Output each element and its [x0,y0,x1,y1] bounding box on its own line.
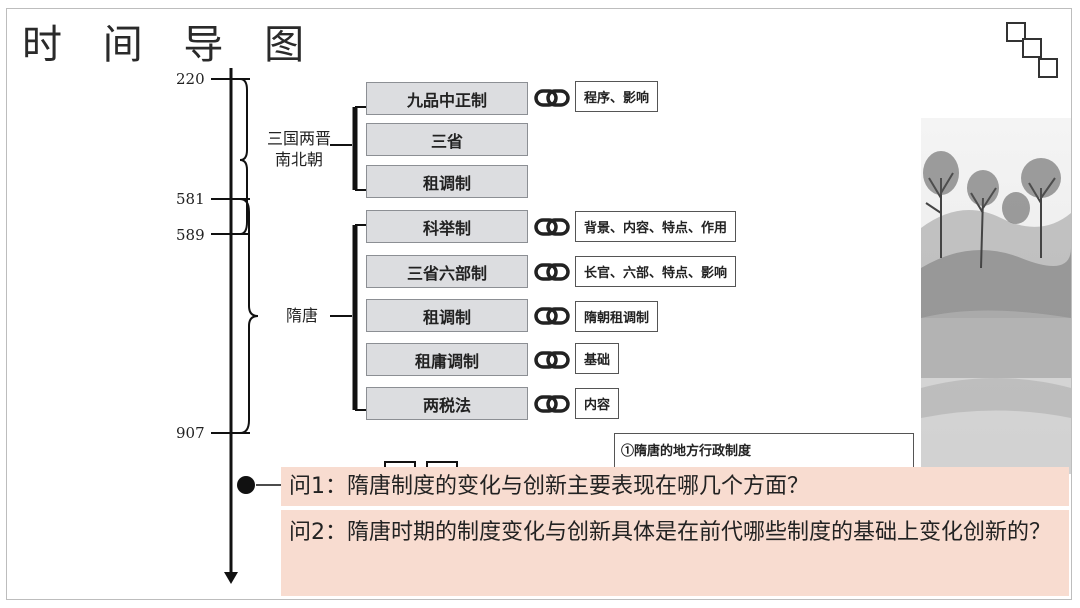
ink-landscape-image [921,118,1071,474]
decorative-square [1022,38,1042,58]
detail-note: 隋朝租调制 [575,301,659,332]
institution-box: 三省 [366,123,528,156]
question-1: 问1：隋唐制度的变化与创新主要表现在哪几个方面？ [281,467,1069,506]
year-label: 589 [176,226,205,244]
link-icon[interactable] [534,350,570,370]
period-label-line: 南北朝 [274,150,323,169]
year-label: 220 [176,70,205,88]
institution-box: 租调制 [366,165,528,198]
link-icon[interactable] [534,306,570,326]
link-icon[interactable] [534,394,570,414]
detail-note: 基础 [575,343,620,374]
institution-box: 租调制 [366,299,528,332]
detail-note: 长官、六部、特点、影响 [575,256,737,287]
page-title: 时 间 导 图 [22,22,319,68]
period-label: 隋唐 [285,306,318,325]
detail-note: 内容 [575,388,620,419]
link-icon[interactable] [534,262,570,282]
period-label-line: 三国两晋南北朝 [267,129,331,169]
detail-note-partial-text: ①隋唐的地方行政制度 [621,444,752,459]
question-2: 问2：隋唐时期的制度变化与创新具体是在前代哪些制度的基础上变化创新的？ [281,510,1069,596]
institution-box: 九品中正制 [366,82,528,115]
institution-box: 三省六部制 [366,255,528,288]
slide-frame [6,8,1072,600]
period-label-line: 三国两晋 [266,129,331,148]
year-label: 907 [176,424,205,442]
period-label: 三国两晋南北朝 [262,128,336,170]
link-icon[interactable] [534,217,570,237]
institution-box: 科举制 [366,210,528,243]
decorative-square [1038,58,1058,78]
link-icon[interactable] [534,88,570,108]
institution-box: 两税法 [366,387,528,420]
institution-box: 租庸调制 [366,343,528,376]
year-label: 581 [176,190,205,208]
detail-note: 背景、内容、特点、作用 [575,211,737,242]
detail-note: 程序、影响 [575,81,659,112]
decorative-square [1006,22,1026,42]
